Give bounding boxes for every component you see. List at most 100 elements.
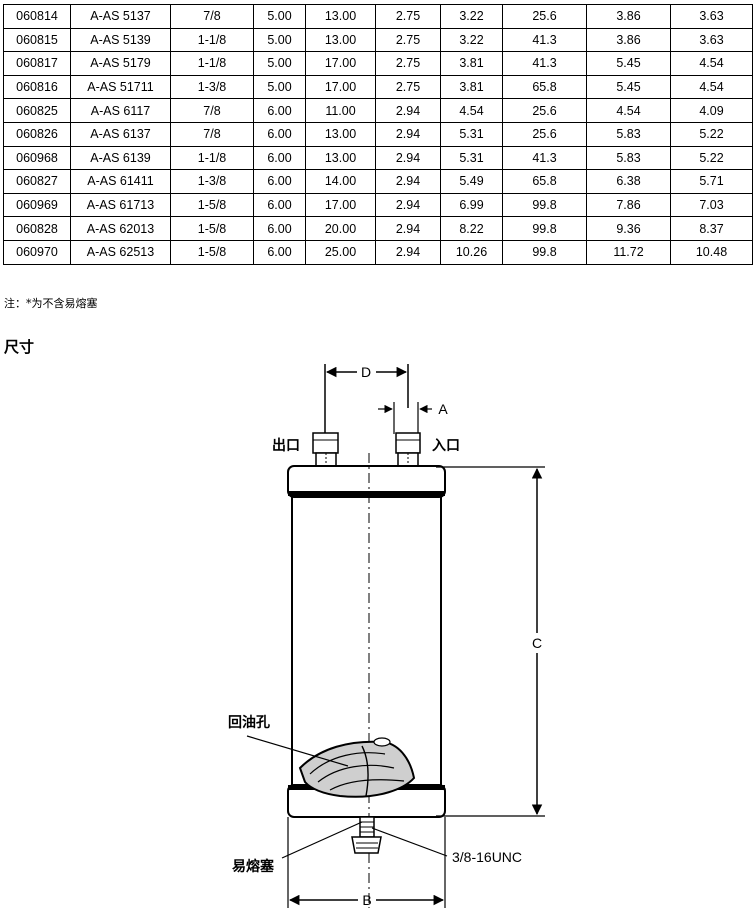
- table-cell: 060970: [3, 239, 71, 265]
- table-cell: A-AS 62013: [70, 216, 171, 241]
- table-cell: 1-3/8: [170, 74, 254, 100]
- table-cell: 5.49: [440, 169, 503, 194]
- label-fusible-plug: 易熔塞: [232, 858, 275, 875]
- table-cell: 13.00: [305, 27, 376, 53]
- table-cell: 5.00: [253, 51, 306, 76]
- label-b: B: [362, 892, 371, 908]
- table-cell: 2.94: [375, 192, 441, 218]
- table-cell: 1-5/8: [170, 216, 254, 241]
- table-cell: 3.81: [440, 51, 503, 76]
- table-cell: 5.83: [586, 121, 671, 147]
- table-cell: 6.00: [253, 216, 306, 241]
- table-cell: 25.00: [305, 239, 376, 265]
- table-cell: 3.22: [440, 27, 503, 53]
- table-cell: 1-1/8: [170, 51, 254, 76]
- label-thread: 3/8-16UNC: [452, 849, 522, 865]
- section-title: 尺寸: [4, 338, 35, 356]
- table-cell: 7/8: [170, 4, 254, 29]
- table-cell: 2.75: [375, 74, 441, 100]
- table-cell: 4.54: [670, 74, 753, 100]
- table-cell: 17.00: [305, 51, 376, 76]
- table-cell: 060817: [3, 51, 71, 76]
- table-cell: 25.6: [502, 121, 587, 147]
- table-cell: 14.00: [305, 169, 376, 194]
- table-cell: 2.94: [375, 239, 441, 265]
- table-cell: 7.86: [586, 192, 671, 218]
- table-cell: 060826: [3, 121, 71, 147]
- oil-hole-leader: [246, 735, 349, 767]
- table-cell: 4.54: [440, 98, 503, 123]
- table-cell: 99.8: [502, 192, 587, 218]
- table-cell: 11.00: [305, 98, 376, 123]
- dimension-b: B: [287, 817, 446, 908]
- table-cell: 1-5/8: [170, 192, 254, 218]
- table-cell: 4.09: [670, 98, 753, 123]
- table-cell: 13.00: [305, 145, 376, 171]
- oil-return-cutaway: [298, 737, 416, 798]
- table-cell: 13.00: [305, 121, 376, 147]
- table-cell: 3.86: [586, 27, 671, 53]
- table-cell: 10.26: [440, 239, 503, 265]
- dimension-d: D: [324, 364, 409, 438]
- table-cell: 13.00: [305, 4, 376, 29]
- table-cell: A-AS 5179: [70, 51, 171, 76]
- table-cell: 20.00: [305, 216, 376, 241]
- dimension-diagram: D A 出口 入口: [228, 364, 545, 908]
- table-cell: 6.99: [440, 192, 503, 218]
- table-cell: 3.81: [440, 74, 503, 100]
- table-cell: 060969: [3, 192, 71, 218]
- table-cell: 3.86: [586, 4, 671, 29]
- shell-body: [291, 497, 442, 785]
- table-note: 注：*为不含易熔塞: [4, 297, 98, 310]
- table-cell: 6.00: [253, 145, 306, 171]
- table-cell: 5.00: [253, 4, 306, 29]
- table-cell: 060827: [3, 169, 71, 194]
- table-cell: 1-5/8: [170, 239, 254, 265]
- table-cell: 5.45: [586, 51, 671, 76]
- outlet-fitting: [312, 432, 339, 468]
- table-cell: 2.75: [375, 27, 441, 53]
- table-cell: 5.00: [253, 74, 306, 100]
- table-cell: 060816: [3, 74, 71, 100]
- table-cell: A-AS 61713: [70, 192, 171, 218]
- table-cell: 5.00: [253, 27, 306, 53]
- table-cell: A-AS 6139: [70, 145, 171, 171]
- table-cell: 3.63: [670, 27, 753, 53]
- table-cell: 2.94: [375, 121, 441, 147]
- table-cell: A-AS 5139: [70, 27, 171, 53]
- table-cell: 060815: [3, 27, 71, 53]
- table-cell: 17.00: [305, 192, 376, 218]
- table-cell: 1-1/8: [170, 145, 254, 171]
- table-cell: 41.3: [502, 145, 587, 171]
- table-cell: 5.22: [670, 121, 753, 147]
- table-cell: 060814: [3, 4, 71, 29]
- table-cell: 6.00: [253, 98, 306, 123]
- table-cell: 3.63: [670, 4, 753, 29]
- table-cell: 5.31: [440, 145, 503, 171]
- table-cell: 6.00: [253, 121, 306, 147]
- table-cell: 25.6: [502, 98, 587, 123]
- table-cell: 65.8: [502, 169, 587, 194]
- table-cell: 5.45: [586, 74, 671, 100]
- table-cell: 2.94: [375, 98, 441, 123]
- dimension-c: C: [531, 467, 543, 816]
- table-cell: 5.31: [440, 121, 503, 147]
- top-cap: [287, 465, 545, 498]
- fusible-plug: [351, 816, 382, 854]
- table-cell: 6.38: [586, 169, 671, 194]
- table-cell: A-AS 5137: [70, 4, 171, 29]
- table-cell: 8.22: [440, 216, 503, 241]
- table-cell: 25.6: [502, 4, 587, 29]
- label-inlet: 入口: [432, 438, 460, 454]
